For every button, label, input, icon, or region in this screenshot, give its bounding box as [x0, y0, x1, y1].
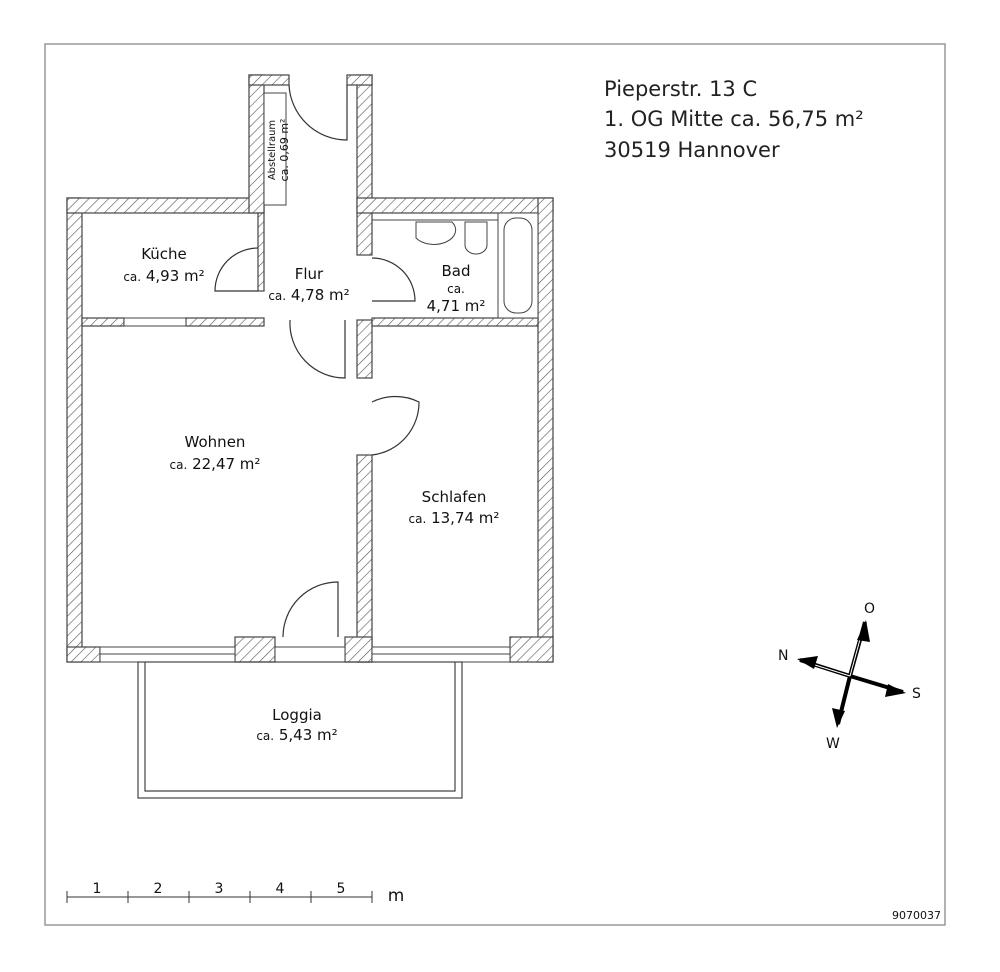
room-bad-name: Bad — [441, 262, 470, 280]
compass-n: N — [778, 648, 788, 664]
address-street: Pieperstr. 13 C — [604, 77, 757, 101]
room-loggia-area: ca. 5,43 m² — [256, 726, 337, 744]
sink-icon — [415, 221, 457, 245]
header-address: Pieperstr. 13 C 1. OG Mitte ca. 56,75 m²… — [604, 77, 864, 162]
scale-unit: m — [388, 886, 405, 906]
compass-s: S — [912, 686, 921, 702]
room-abstellraum-area: ca. 0,69 m² — [278, 119, 291, 182]
address-city: 30519 Hannover — [604, 138, 780, 162]
abstellraum-closet — [263, 92, 287, 206]
room-flur-area: ca. 4,78 m² — [268, 286, 349, 304]
doors — [214, 84, 420, 638]
scale-tick-5: 5 — [337, 881, 346, 897]
room-wohnen-name: Wohnen — [185, 433, 246, 451]
plan-id: 9070037 — [892, 909, 941, 922]
room-kueche-area: ca. 4,93 m² — [123, 267, 204, 285]
address-floor-area: 1. OG Mitte ca. 56,75 m² — [604, 107, 864, 131]
room-kueche-name: Küche — [141, 245, 187, 263]
room-bad-ca: ca. — [447, 282, 465, 296]
scale-tick-4: 4 — [276, 881, 285, 897]
room-wohnen-area: ca. 22,47 m² — [170, 455, 261, 473]
room-schlafen-area: ca. 13,74 m² — [409, 509, 500, 527]
scale-tick-3: 3 — [215, 881, 224, 897]
room-flur-name: Flur — [295, 265, 324, 283]
loggia-outline — [137, 661, 463, 799]
scale-tick-2: 2 — [154, 881, 163, 897]
windows — [99, 92, 511, 663]
compass-icon: O N S W — [778, 601, 921, 752]
bathroom-fixtures — [372, 212, 539, 319]
scale-bar: 1 2 3 4 5 m — [66, 881, 405, 906]
walls — [66, 74, 554, 663]
scale-tick-1: 1 — [93, 881, 102, 897]
room-loggia-name: Loggia — [272, 706, 322, 724]
room-bad-area: 4,71 m² — [427, 297, 486, 315]
compass-w: W — [826, 736, 840, 752]
room-abstellraum-name: Abstellraum — [267, 120, 278, 180]
room-labels: Abstellraum ca. 0,69 m² Küche ca. 4,93 m… — [123, 119, 499, 744]
toilet-icon — [464, 221, 488, 255]
frame — [44, 43, 946, 926]
compass-o: O — [864, 601, 875, 617]
room-schlafen-name: Schlafen — [422, 488, 487, 506]
